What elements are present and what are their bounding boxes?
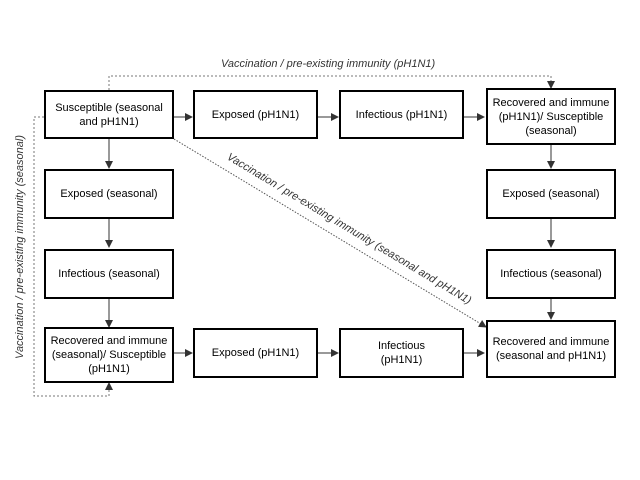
box-infectious-seasonal-right: Infectious (seasonal): [486, 249, 616, 299]
box-recovered-ph1n1-susceptible-seasonal: Recovered and immune (pH1N1)/ Susceptibl…: [486, 88, 616, 145]
box-exposed-seasonal-left: Exposed (seasonal): [44, 169, 174, 219]
box-infectious-seasonal-left: Infectious (seasonal): [44, 249, 174, 299]
box-susceptible-both: Susceptible (seasonal and pH1N1): [44, 90, 174, 139]
box-recovered-both: Recovered and immune (seasonal and pH1N1…: [486, 320, 616, 378]
box-recovered-seasonal-susceptible-ph1n1: Recovered and immune (seasonal)/ Suscept…: [44, 327, 174, 383]
box-exposed-ph1n1-bottom: Exposed (pH1N1): [193, 328, 318, 378]
box-exposed-ph1n1-top: Exposed (pH1N1): [193, 90, 318, 139]
arrow-vaccination-seasonal-loop: [33, 116, 113, 397]
arrow-vaccination-both-diagonal: [173, 138, 487, 328]
label-vaccination-seasonal: Vaccination / pre-existing immunity (sea…: [14, 135, 26, 359]
box-infectious-ph1n1-top: Infectious (pH1N1): [339, 90, 464, 139]
box-infectious-ph1n1-bottom: Infectious (pH1N1): [339, 328, 464, 378]
label-vaccination-ph1n1: Vaccination / pre-existing immunity (pH1…: [221, 58, 436, 70]
box-exposed-seasonal-right: Exposed (seasonal): [486, 169, 616, 219]
arrow-vaccination-ph1n1-loop: [108, 75, 555, 90]
